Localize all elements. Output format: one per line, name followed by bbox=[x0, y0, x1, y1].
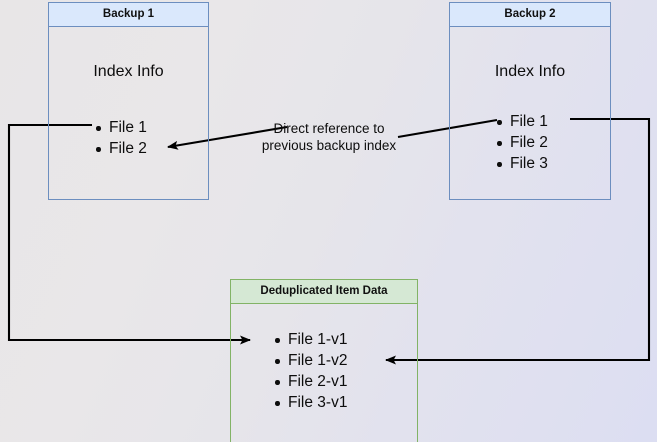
direct-reference-annotation: Direct reference to previous backup inde… bbox=[261, 121, 397, 153]
node-backup-2-body: Index Info File 1 File 2 File 3 bbox=[450, 27, 610, 199]
node-deduplicated-item-data[interactable]: Deduplicated Item Data File 1-v1 File 1-… bbox=[230, 279, 418, 442]
list-item: File 1 bbox=[495, 111, 548, 132]
list-item: File 1-v1 bbox=[273, 329, 347, 350]
list-item: File 2 bbox=[94, 138, 147, 159]
backup-2-index-info-label: Index Info bbox=[494, 63, 566, 80]
node-dedup-header: Deduplicated Item Data bbox=[231, 280, 417, 304]
list-item: File 2-v1 bbox=[273, 371, 347, 392]
node-backup-1-header: Backup 1 bbox=[49, 3, 208, 27]
backup-1-index-info-label: Index Info bbox=[93, 63, 164, 80]
node-dedup-body: File 1-v1 File 1-v2 File 2-v1 File 3-v1 bbox=[231, 304, 417, 442]
list-item: File 3-v1 bbox=[273, 392, 347, 413]
dedup-file-list: File 1-v1 File 1-v2 File 2-v1 File 3-v1 bbox=[273, 329, 347, 413]
node-backup-1-body: Index Info File 1 File 2 bbox=[49, 27, 208, 199]
list-item: File 3 bbox=[495, 153, 548, 174]
node-backup-1[interactable]: Backup 1 Index Info File 1 File 2 bbox=[48, 2, 209, 200]
list-item: File 1-v2 bbox=[273, 350, 347, 371]
list-item: File 1 bbox=[94, 117, 147, 138]
list-item: File 2 bbox=[495, 132, 548, 153]
node-backup-2[interactable]: Backup 2 Index Info File 1 File 2 File 3 bbox=[449, 2, 611, 200]
node-backup-2-header: Backup 2 bbox=[450, 3, 610, 27]
backup-2-file-list: File 1 File 2 File 3 bbox=[495, 111, 548, 174]
backup-1-file-list: File 1 File 2 bbox=[94, 117, 147, 159]
